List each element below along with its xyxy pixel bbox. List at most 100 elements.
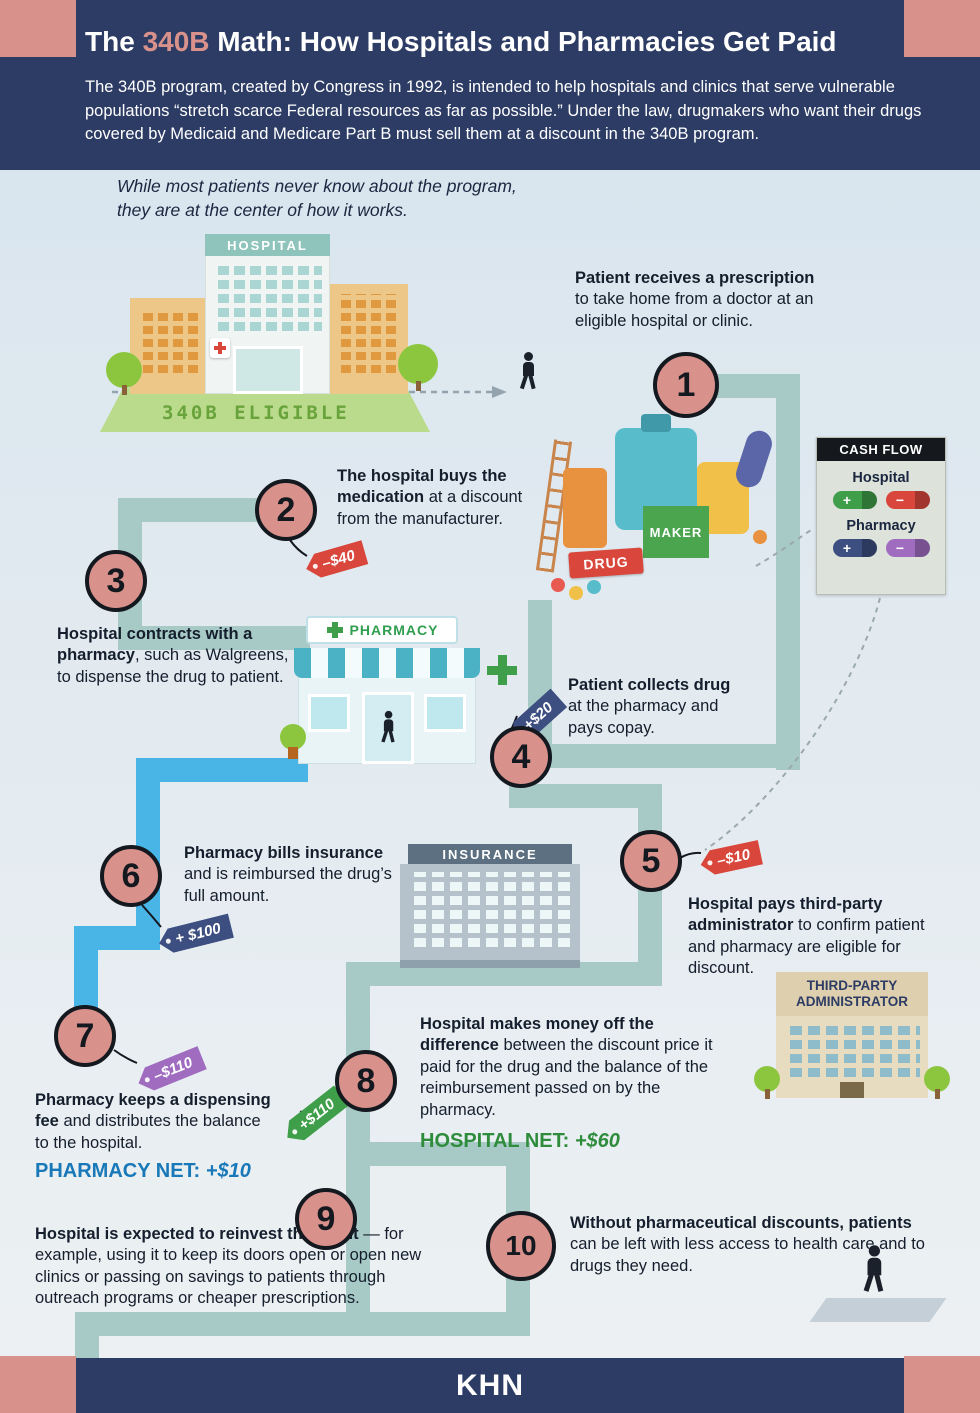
step-1-text: Patient receives a prescription to take … <box>575 268 825 332</box>
step-4-bold: Patient collects drug <box>568 676 731 694</box>
hospital-net-value: +$60 <box>574 1130 620 1152</box>
tree-icon <box>398 344 438 391</box>
hospital-net-label: HOSPITAL NET: <box>420 1130 570 1152</box>
pharmacy-plus-pill-icon: + <box>832 539 877 557</box>
step-6-bold: Pharmacy bills insurance <box>184 844 384 862</box>
green-cross-icon <box>484 652 520 688</box>
pharmacy-net-value: +$10 <box>205 1160 251 1182</box>
flow-segment <box>776 374 800 770</box>
flow-segment-blue <box>136 758 308 782</box>
step-4-badge: 4 <box>490 726 552 788</box>
step-2-badge: 2 <box>255 479 317 541</box>
flow-segment <box>118 626 310 650</box>
step-7-rest: and distributes the balance to the hospi… <box>35 1112 261 1152</box>
pill-icon <box>753 530 767 544</box>
hospital-main-windows <box>213 264 322 336</box>
title-highlight: 340B <box>142 26 210 57</box>
step-9-rest: — for example, using it to keep its door… <box>35 1225 422 1308</box>
step-6-rest: and is reimbursed the drug’s full amount… <box>184 865 392 905</box>
insurance-sign: INSURANCE <box>408 844 572 864</box>
pharmacy-window <box>308 694 350 732</box>
step-3-rest: , such as Walgreens, to dispense the dru… <box>57 646 289 686</box>
step-2-rest: at a discount from the manufacturer. <box>337 488 523 528</box>
orange-bottle-icon <box>563 468 607 548</box>
step-1-rest: to take home from a doctor at an eligibl… <box>575 290 814 330</box>
header-band: The 340B Math: How Hospitals and Pharmac… <box>0 0 980 170</box>
price-tag-step5: –$10 <box>698 840 763 877</box>
plant-icon <box>280 724 306 759</box>
minus-icon: − <box>895 492 905 508</box>
flow-segment <box>75 1312 99 1360</box>
tpa-illustration: THIRD-PARTY ADMINISTRATOR <box>754 972 950 1108</box>
pill-icon <box>569 586 583 600</box>
hospital-illustration: 340B ELIGIBLE HOSPITAL <box>100 226 438 438</box>
step-9-text: Hospital is expected to reinvest the pro… <box>35 1224 435 1310</box>
pharmacy-awning <box>294 648 480 678</box>
hospital-left-windows <box>138 308 198 378</box>
step-6-text: Pharmacy bills insurance and is reimburs… <box>184 843 404 907</box>
step-8-text: Hospital makes money off the difference … <box>420 1014 720 1121</box>
patient-walking-icon <box>863 1245 887 1293</box>
red-cross-icon <box>210 338 230 358</box>
flow-segment <box>346 962 370 1312</box>
step-10-text: Without pharmaceutical discounts, patien… <box>570 1213 940 1277</box>
step-7-bold: Pharmacy keeps a dispensing fee <box>35 1091 271 1131</box>
plus-icon: + <box>842 492 852 508</box>
pharmacy-customer-icon <box>381 710 396 743</box>
step-7-badge: 7 <box>54 1005 116 1067</box>
drug-maker-illustration: MAKER DRUG <box>535 410 776 608</box>
drug-banner: DRUG <box>568 547 644 579</box>
step-5-text: Hospital pays third-party administrator … <box>688 894 953 980</box>
hospital-net: HOSPITAL NET: +$60 <box>420 1130 620 1153</box>
pharmacy-minus-pill-icon: − <box>885 539 930 557</box>
title-suffix: Math: How Hospitals and Pharmacies Get P… <box>209 26 837 57</box>
step-5-bold: Hospital pays third-party administrator <box>688 895 883 935</box>
maker-cube: MAKER <box>643 506 709 558</box>
hospital-plus-pill-icon: + <box>832 491 877 509</box>
flow-segment <box>346 1142 530 1166</box>
tpa-door <box>840 1082 864 1098</box>
plus-icon: + <box>842 540 852 556</box>
pharmacy-window <box>424 694 466 732</box>
step-2-bold: The hospital buys the medication <box>337 467 507 507</box>
hospital-right-wing <box>328 284 408 394</box>
page-title: The 340B Math: How Hospitals and Pharmac… <box>85 26 837 58</box>
flow-segment <box>75 1312 530 1336</box>
tree-icon <box>924 1066 950 1099</box>
hospital-minus-pill-icon: − <box>885 491 930 509</box>
capsule-icon <box>732 427 776 491</box>
hospital-sign: HOSPITAL <box>205 234 330 256</box>
intro-paragraph: The 340B program, created by Congress in… <box>85 78 922 144</box>
cash-flow-pharmacy-label: Pharmacy <box>846 518 916 534</box>
step-3-badge: 3 <box>85 550 147 612</box>
step-3-bold: Hospital contracts with a pharmacy <box>57 625 253 665</box>
pharmacy-net: PHARMACY NET: +$10 <box>35 1160 251 1183</box>
step-2-text: The hospital buys the medication at a di… <box>337 466 537 530</box>
hospital-right-windows <box>336 294 400 378</box>
pharmacy-illustration: PHARMACY <box>280 608 530 764</box>
eligible-label: 340B ELIGIBLE <box>162 402 350 424</box>
flow-segment <box>535 744 800 768</box>
price-tag-step6: + $100 <box>156 913 234 955</box>
patient-walking-icon <box>519 352 538 390</box>
insurance-base <box>400 960 580 968</box>
step-5-rest: to confirm patient and pharmacy are elig… <box>688 916 925 978</box>
insurance-windows <box>408 872 572 952</box>
step-5-badge: 5 <box>620 830 682 892</box>
insurance-illustration: INSURANCE <box>400 836 580 968</box>
cash-flow-title: CASH FLOW <box>817 438 945 461</box>
step-1-bold: Patient receives a prescription <box>575 269 815 287</box>
price-tag-step2: –$40 <box>303 540 369 581</box>
step-4-rest: at the pharmacy and pays copay. <box>568 697 719 737</box>
price-tag-step7: –$110 <box>134 1046 207 1095</box>
step-8-badge: 8 <box>335 1050 397 1112</box>
pharmacy-net-label: PHARMACY NET: <box>35 1160 201 1182</box>
title-prefix: The <box>85 26 143 57</box>
corner-accent <box>0 0 76 57</box>
step-1-badge: 1 <box>653 352 719 418</box>
step-8-rest: between the discount price it paid for t… <box>420 1036 713 1119</box>
step-3-text: Hospital contracts with a pharmacy, such… <box>57 624 302 688</box>
ground-shadow <box>809 1298 947 1322</box>
khn-logo: KHN <box>456 1368 524 1402</box>
